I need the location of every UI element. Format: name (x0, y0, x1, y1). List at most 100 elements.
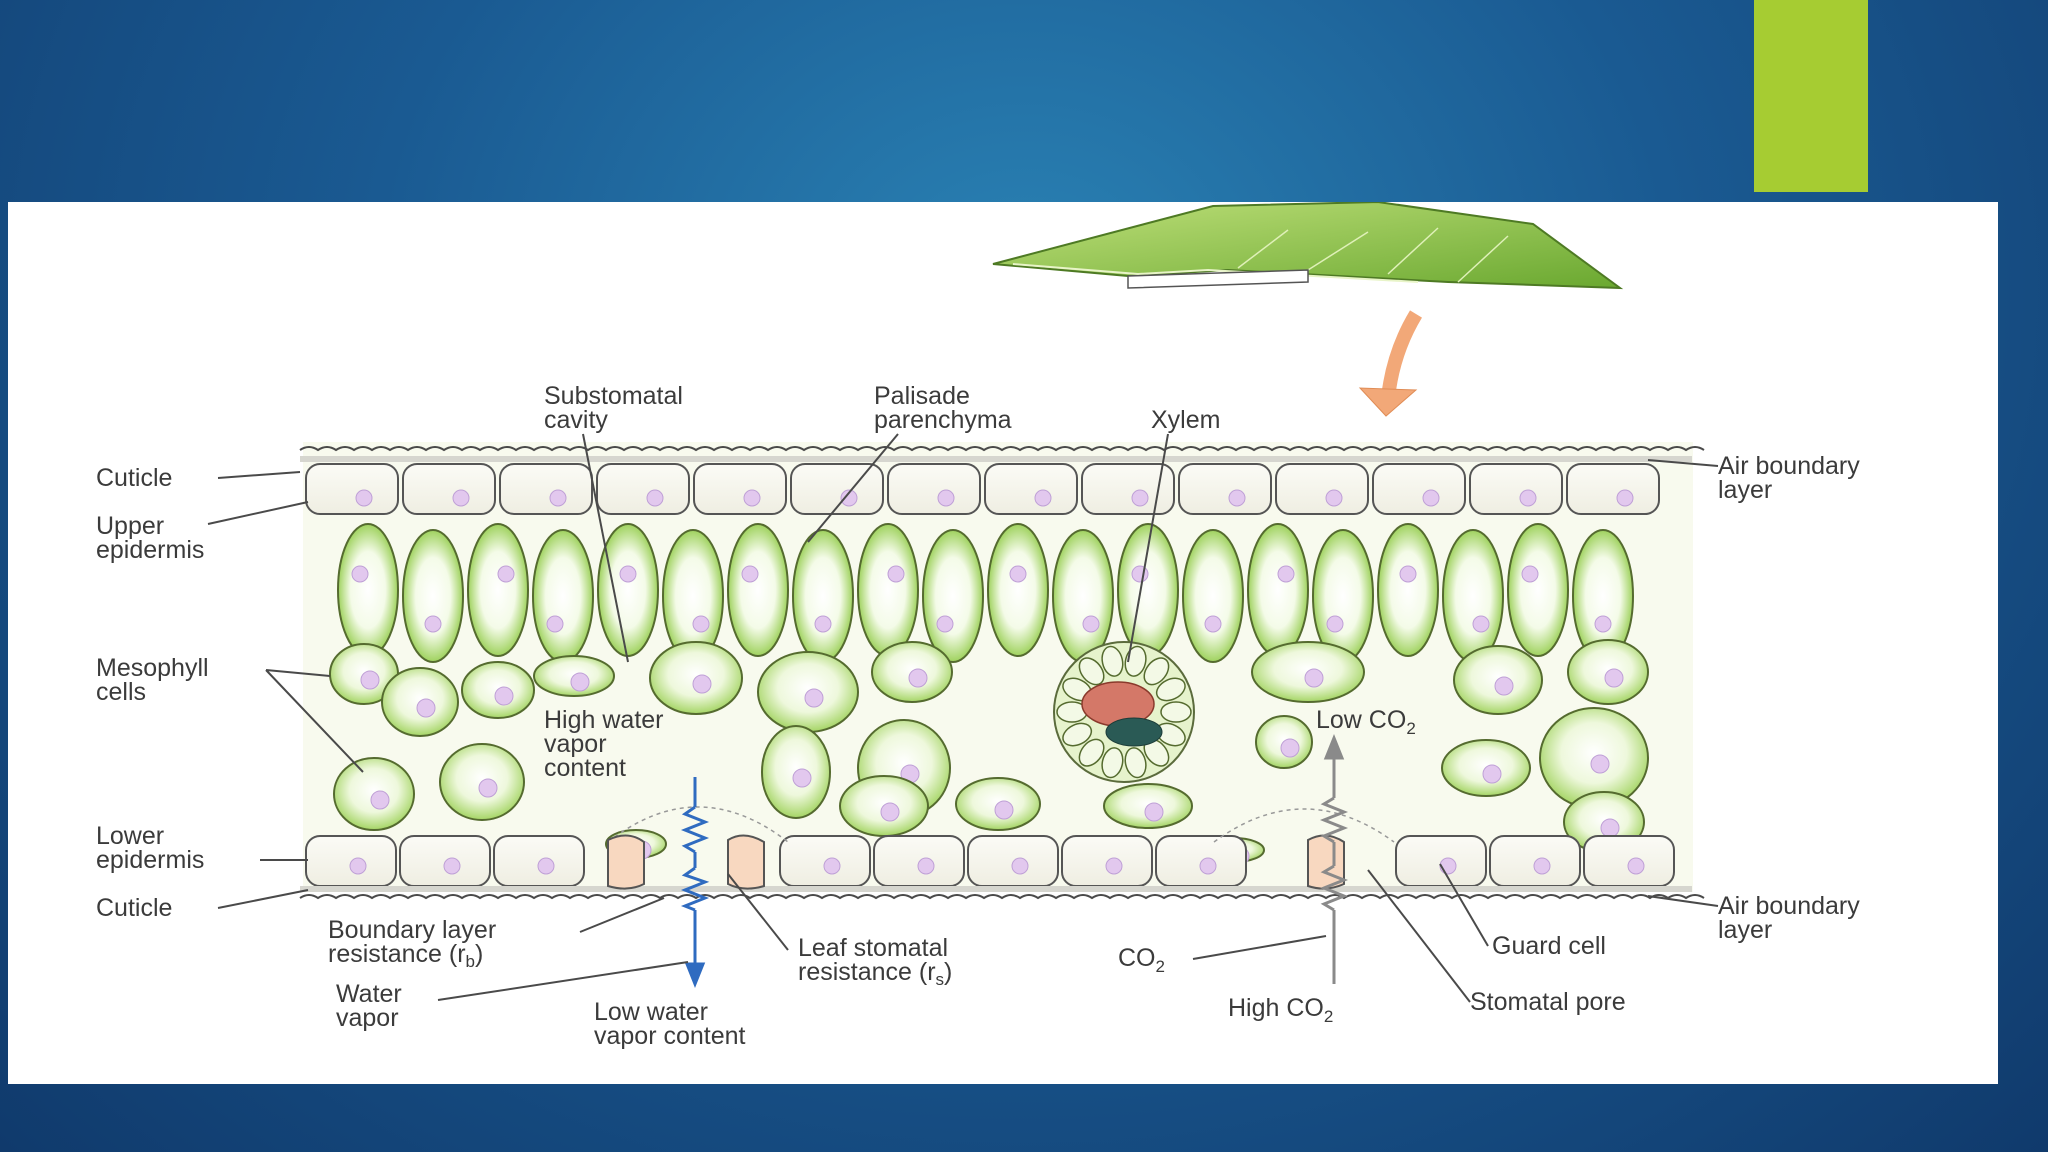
nucleus (1519, 489, 1537, 507)
air-boundary-bottom (299, 894, 1705, 900)
nucleus (452, 489, 470, 507)
palisade-cell (1507, 523, 1569, 657)
epidermal-cell (493, 835, 585, 887)
epidermal-cell (305, 463, 399, 515)
epidermal-cell (1081, 463, 1175, 515)
nucleus (1616, 489, 1634, 507)
nucleus (887, 565, 905, 583)
nucleus (1325, 489, 1343, 507)
epidermal-cell (1395, 835, 1487, 887)
palisade-cell (1052, 529, 1114, 663)
nucleus (1009, 565, 1027, 583)
label-cuticle-bottom: Cuticle (96, 894, 172, 922)
nucleus (494, 686, 514, 706)
nucleus (1228, 489, 1246, 507)
bundle-sheath-cell (1062, 722, 1093, 747)
epidermal-cell (967, 835, 1059, 887)
nucleus (823, 857, 841, 875)
epidermal-cell (1583, 835, 1675, 887)
nucleus (1627, 857, 1645, 875)
nucleus (1472, 615, 1490, 633)
cuticle-bottom (300, 886, 1692, 892)
nucleus (1082, 615, 1100, 633)
nucleus (1590, 754, 1610, 774)
palisade-cell (792, 529, 854, 663)
nucleus (804, 688, 824, 708)
nucleus (497, 565, 515, 583)
water-vapor-resistance-path (680, 777, 710, 989)
cuticle-top (300, 456, 1692, 462)
bundle-sheath-cell (1124, 747, 1147, 779)
bundle-sheath-cell (1155, 677, 1186, 702)
nucleus (360, 670, 380, 690)
palisade-cell (467, 523, 529, 657)
accent-bar (1754, 0, 1868, 192)
bundle-sheath-cell (1160, 701, 1192, 723)
nucleus (1482, 764, 1502, 784)
nucleus (1277, 565, 1295, 583)
nucleus (537, 857, 555, 875)
epidermal-cell (1155, 835, 1247, 887)
nucleus (1439, 857, 1457, 875)
palisade-parenchyma (337, 523, 1634, 663)
nucleus (1011, 857, 1029, 875)
label-co2: CO2 (1118, 944, 1165, 976)
label-guard-cell: Guard cell (1492, 932, 1606, 960)
palisade-cell (402, 529, 464, 663)
nucleus (814, 615, 832, 633)
nucleus (349, 857, 367, 875)
nucleus (840, 489, 858, 507)
nucleus (1131, 565, 1149, 583)
nucleus (546, 615, 564, 633)
label-xylem: Xylem (1151, 406, 1220, 434)
epidermal-cell (596, 463, 690, 515)
nucleus (1204, 615, 1222, 633)
nucleus (443, 857, 461, 875)
epidermal-cell (790, 463, 884, 515)
palisade-cell (1247, 523, 1309, 657)
nucleus (1422, 489, 1440, 507)
nucleus (743, 489, 761, 507)
palisade-cell (922, 529, 984, 663)
nucleus (692, 674, 712, 694)
co2-resistance-path (1319, 733, 1349, 984)
nucleus (1594, 615, 1612, 633)
bundle-sheath-cell (1101, 645, 1124, 677)
nucleus (994, 800, 1014, 820)
palisade-cell (337, 523, 399, 657)
guard-cell-left-a (607, 834, 645, 890)
nucleus (478, 778, 498, 798)
epidermal-cell (1061, 835, 1153, 887)
nucleus (1280, 738, 1300, 758)
mesophyll-cells (329, 639, 1649, 866)
epidermal-cell (1489, 835, 1581, 887)
leader-lines (207, 433, 1719, 1003)
nucleus (355, 489, 373, 507)
nucleus (1600, 818, 1620, 838)
vascular-bundle (1053, 641, 1195, 783)
epidermal-cell (1178, 463, 1272, 515)
nucleus (646, 489, 664, 507)
nucleus (936, 615, 954, 633)
epidermal-cell (1372, 463, 1466, 515)
guard-cell-left-b (727, 834, 765, 890)
nucleus (1533, 857, 1551, 875)
nucleus (880, 802, 900, 822)
nucleus (416, 698, 436, 718)
nucleus (424, 615, 442, 633)
nucleus (1604, 668, 1624, 688)
nucleus (1399, 565, 1417, 583)
palisade-cell (1442, 529, 1504, 663)
nucleus (1131, 489, 1149, 507)
diffusion-shell-left (607, 806, 789, 843)
